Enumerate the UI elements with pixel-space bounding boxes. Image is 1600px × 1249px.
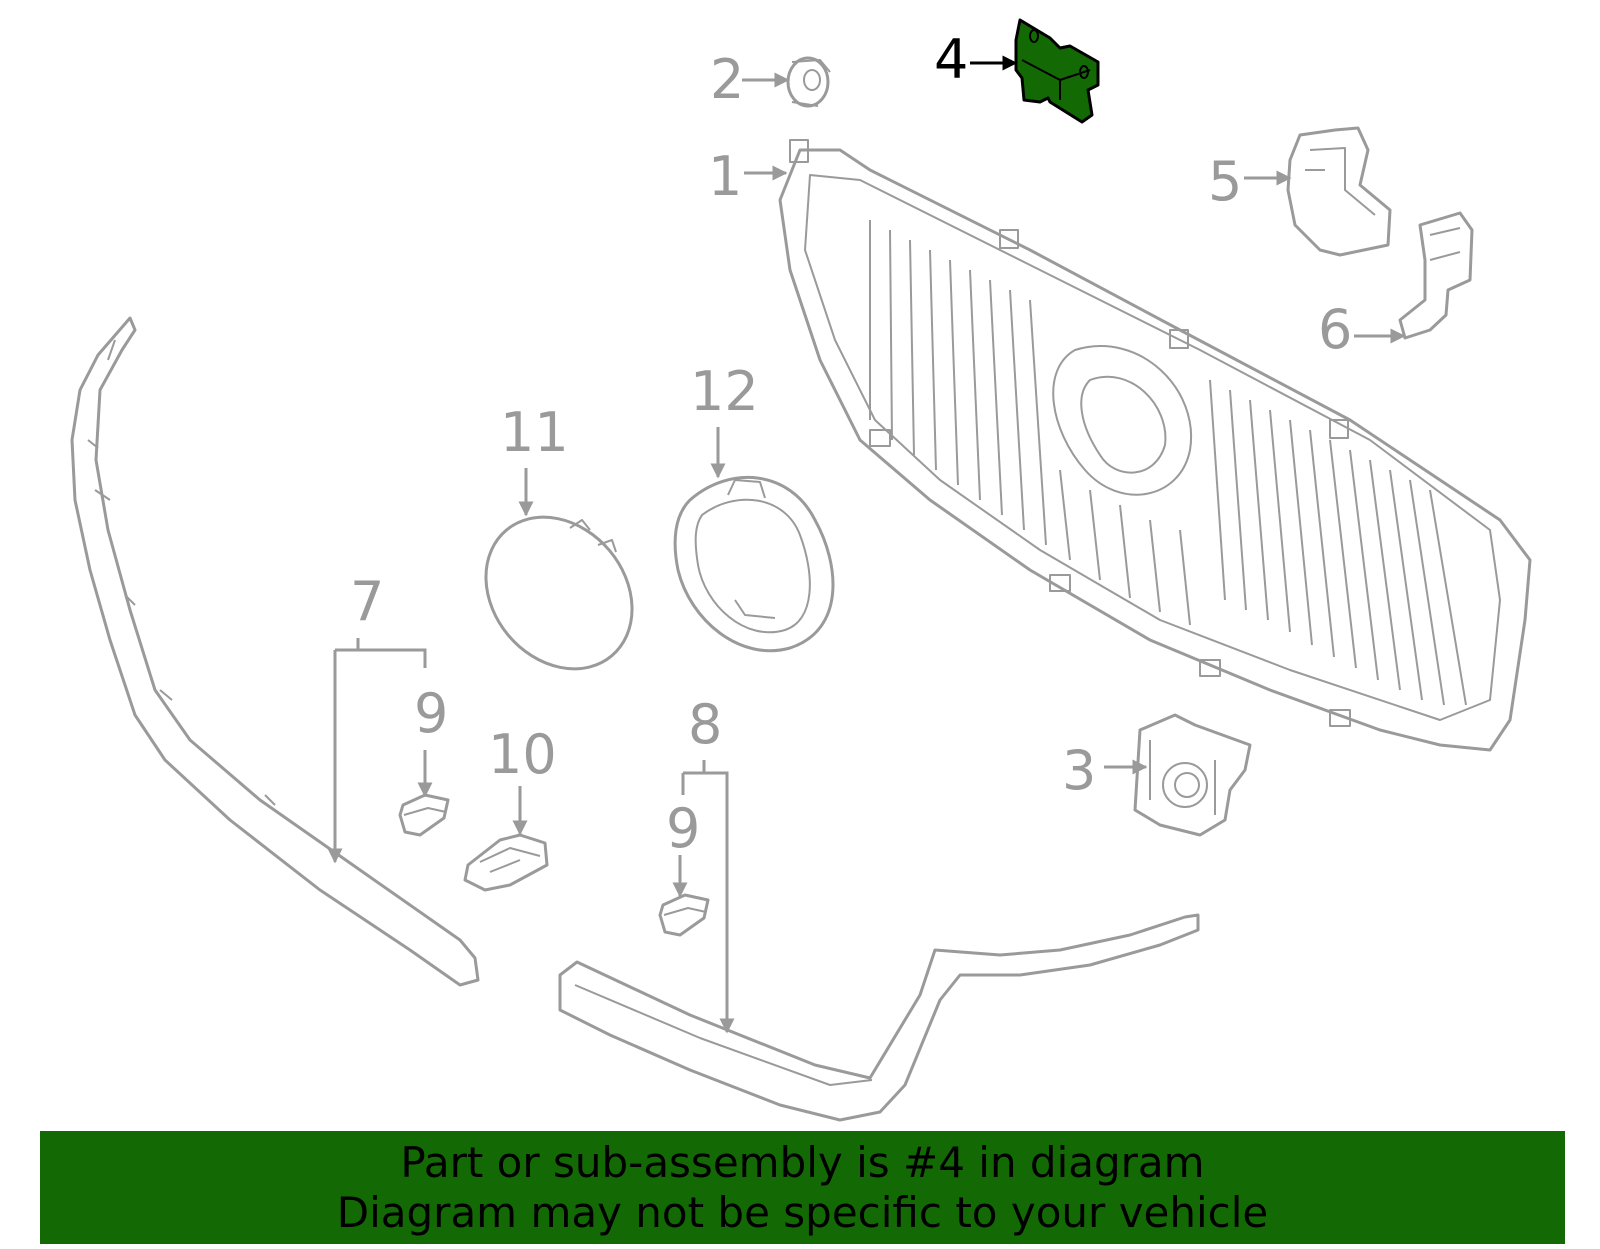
part-8-upper-molding [558, 913, 1200, 1122]
footer-line-2: Diagram may not be specific to your vehi… [336, 1187, 1269, 1237]
callout-6: 6 [1318, 298, 1352, 361]
callout-10: 10 [488, 723, 557, 786]
callout-9b: 9 [666, 797, 700, 860]
callout-3: 3 [1062, 739, 1096, 802]
callout-9a: 9 [414, 682, 448, 745]
part-10-clip [463, 833, 549, 892]
part-2-clip [786, 56, 831, 108]
callout-7: 7 [350, 570, 384, 633]
part-11-emblem [484, 515, 634, 671]
leader-lines [327, 55, 1406, 1034]
callout-4: 4 [934, 28, 968, 91]
callout-5: 5 [1208, 150, 1242, 213]
callout-8: 8 [688, 693, 722, 756]
part-12-emblem-frame [673, 475, 835, 653]
part-4-bracket-highlighted [1014, 18, 1100, 124]
part-5-bracket [1286, 126, 1392, 257]
leader-8-bracket [681, 760, 729, 1030]
callouts: 2 1 4 5 6 3 11 12 7 9 10 8 9 [350, 28, 1352, 860]
leader-7-bracket [333, 638, 427, 858]
part-9-clip-a [398, 793, 450, 837]
footer-line-1: Part or sub-assembly is #4 in diagram [400, 1137, 1205, 1187]
part-7-lower-molding [70, 316, 480, 987]
part-1-grille [778, 139, 1532, 752]
callout-2: 2 [710, 48, 744, 111]
callout-11: 11 [500, 401, 569, 464]
footer-banner: Part or sub-assembly is #4 in diagram Di… [40, 1131, 1565, 1244]
part-3-sensor-bracket [1133, 713, 1252, 837]
callout-12: 12 [690, 360, 759, 423]
part-9-clip-b [658, 893, 710, 937]
part-6-bracket [1398, 211, 1474, 340]
callout-1: 1 [708, 145, 742, 208]
